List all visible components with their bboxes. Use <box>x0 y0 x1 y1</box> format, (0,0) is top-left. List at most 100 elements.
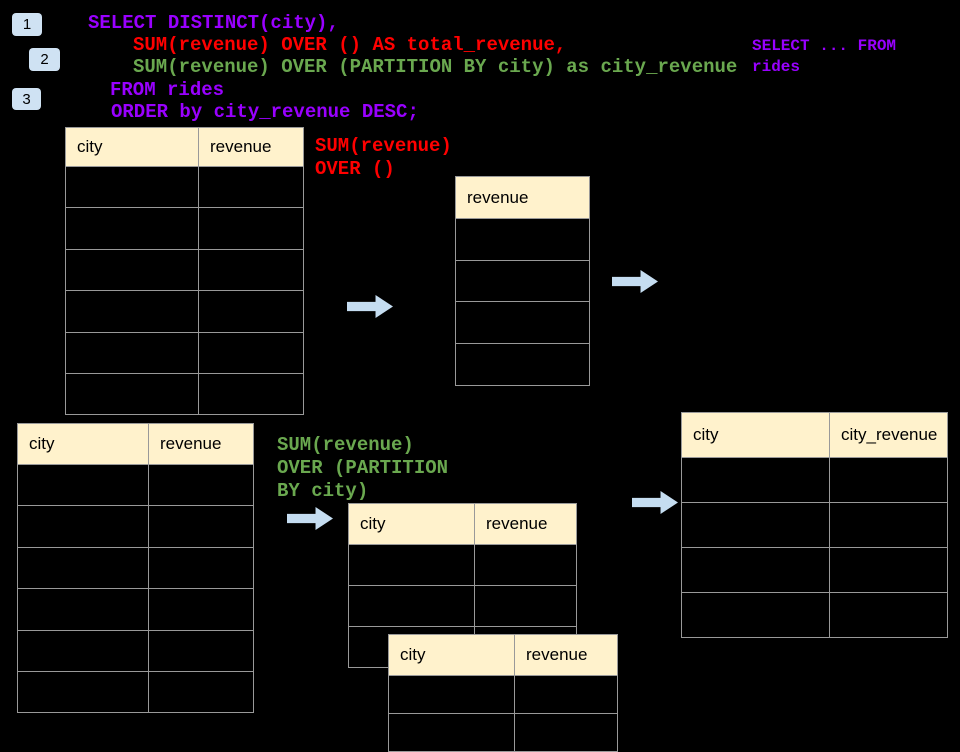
step-badge-1: 1 <box>12 13 42 36</box>
table-row <box>65 165 304 209</box>
table-row <box>65 331 304 374</box>
table-row <box>17 463 254 507</box>
table-row <box>455 343 590 386</box>
empty-cell <box>681 502 830 548</box>
empty-cell <box>455 301 590 345</box>
table-row <box>17 670 254 714</box>
empty-cell <box>348 585 475 627</box>
column-header: city <box>681 412 830 458</box>
step-badge-2: 2 <box>29 48 60 71</box>
table-row <box>65 207 304 250</box>
sql-line-select: SELECT DISTINCT(city), <box>88 12 339 34</box>
empty-cell <box>17 629 149 672</box>
table-row <box>65 248 304 292</box>
column-header: city_revenue <box>829 412 948 458</box>
table-row <box>681 592 948 638</box>
empty-cell <box>474 544 577 586</box>
empty-cell <box>17 505 149 548</box>
empty-cell <box>198 331 304 374</box>
sql-line-total: SUM(revenue) OVER () AS total_revenue, <box>133 34 567 56</box>
table-row <box>17 546 254 590</box>
empty-cell <box>17 546 149 590</box>
empty-cell <box>65 165 199 209</box>
table-row <box>388 713 618 752</box>
table-row <box>455 218 590 261</box>
flow-arrow-from-total-table-icon <box>612 270 658 293</box>
table-row <box>65 290 304 333</box>
table-row <box>348 585 577 627</box>
empty-cell <box>514 675 618 714</box>
empty-cell <box>148 463 254 507</box>
empty-cell <box>148 546 254 590</box>
empty-cell <box>198 372 304 416</box>
empty-cell <box>198 207 304 250</box>
sql-line-order: ORDER by city_revenue DESC; <box>111 101 419 123</box>
table-row <box>388 675 618 714</box>
column-header: revenue <box>514 634 618 676</box>
header-row: revenue <box>455 176 590 219</box>
empty-cell <box>514 713 618 752</box>
slide-canvas: 1 2 3 SELECT DISTINCT(city), SUM(revenue… <box>12 12 948 752</box>
empty-cell <box>348 544 475 586</box>
column-header: revenue <box>148 423 254 465</box>
from-rides-note: SELECT ... FROM rides <box>752 37 897 76</box>
empty-cell <box>388 713 515 752</box>
sql-line-from: FROM rides <box>110 79 225 101</box>
empty-cell <box>65 207 199 250</box>
table-row <box>681 547 948 593</box>
table-row <box>455 259 590 303</box>
empty-cell <box>65 248 199 292</box>
empty-cell <box>455 343 590 386</box>
empty-cell <box>148 505 254 548</box>
empty-cell <box>829 547 948 593</box>
empty-cell <box>388 675 515 714</box>
total-revenue-result-table: revenue <box>455 176 590 386</box>
empty-cell <box>829 457 948 503</box>
empty-cell <box>17 463 149 507</box>
flow-arrow-to-total-table-icon <box>347 295 393 318</box>
column-header: city <box>348 503 475 545</box>
empty-cell <box>681 592 830 638</box>
flow-arrow-to-partition-table-icon <box>287 507 333 530</box>
empty-cell <box>829 592 948 638</box>
empty-cell <box>198 248 304 292</box>
table-row <box>17 505 254 548</box>
table-row <box>17 629 254 672</box>
table-row <box>65 372 304 416</box>
column-header: revenue <box>474 503 577 545</box>
total-revenue-annotation: SUM(revenue) OVER () <box>315 135 452 180</box>
empty-cell <box>17 588 149 631</box>
column-header: revenue <box>455 176 590 219</box>
column-header: city <box>388 634 515 676</box>
column-header: city <box>65 127 199 167</box>
table-row <box>681 457 948 503</box>
empty-cell <box>681 457 830 503</box>
step-badge-3: 3 <box>12 88 41 110</box>
empty-cell <box>17 670 149 714</box>
table-row <box>455 301 590 345</box>
empty-cell <box>148 629 254 672</box>
flow-arrow-to-result-table-icon <box>632 491 678 514</box>
empty-cell <box>474 585 577 627</box>
column-header: city <box>17 423 149 465</box>
empty-cell <box>148 670 254 714</box>
empty-cell <box>198 165 304 209</box>
table-row <box>681 502 948 548</box>
empty-cell <box>65 331 199 374</box>
empty-cell <box>455 259 590 303</box>
sql-line-partition: SUM(revenue) OVER (PARTITION BY city) as… <box>133 56 738 78</box>
column-header: revenue <box>198 127 304 167</box>
empty-cell <box>65 372 199 416</box>
empty-cell <box>65 290 199 333</box>
table-row <box>17 588 254 631</box>
empty-cell <box>455 218 590 261</box>
